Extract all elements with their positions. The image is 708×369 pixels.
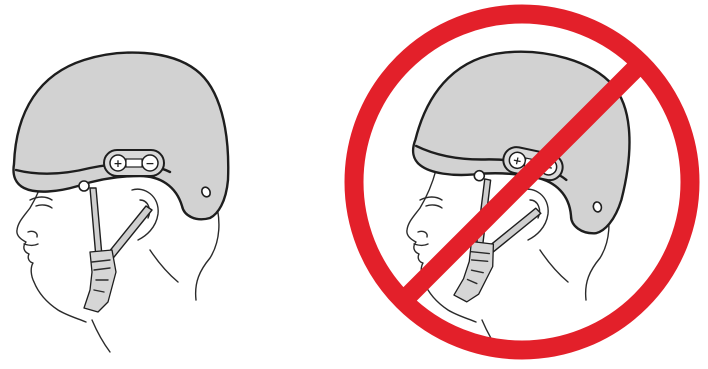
plus-symbol: + (113, 157, 122, 170)
helmet-illustration (13, 53, 228, 312)
correct-fit-panel: + − (13, 53, 228, 352)
incorrect-fit-panel: + − (354, 14, 690, 352)
minus-symbol: − (145, 157, 154, 170)
